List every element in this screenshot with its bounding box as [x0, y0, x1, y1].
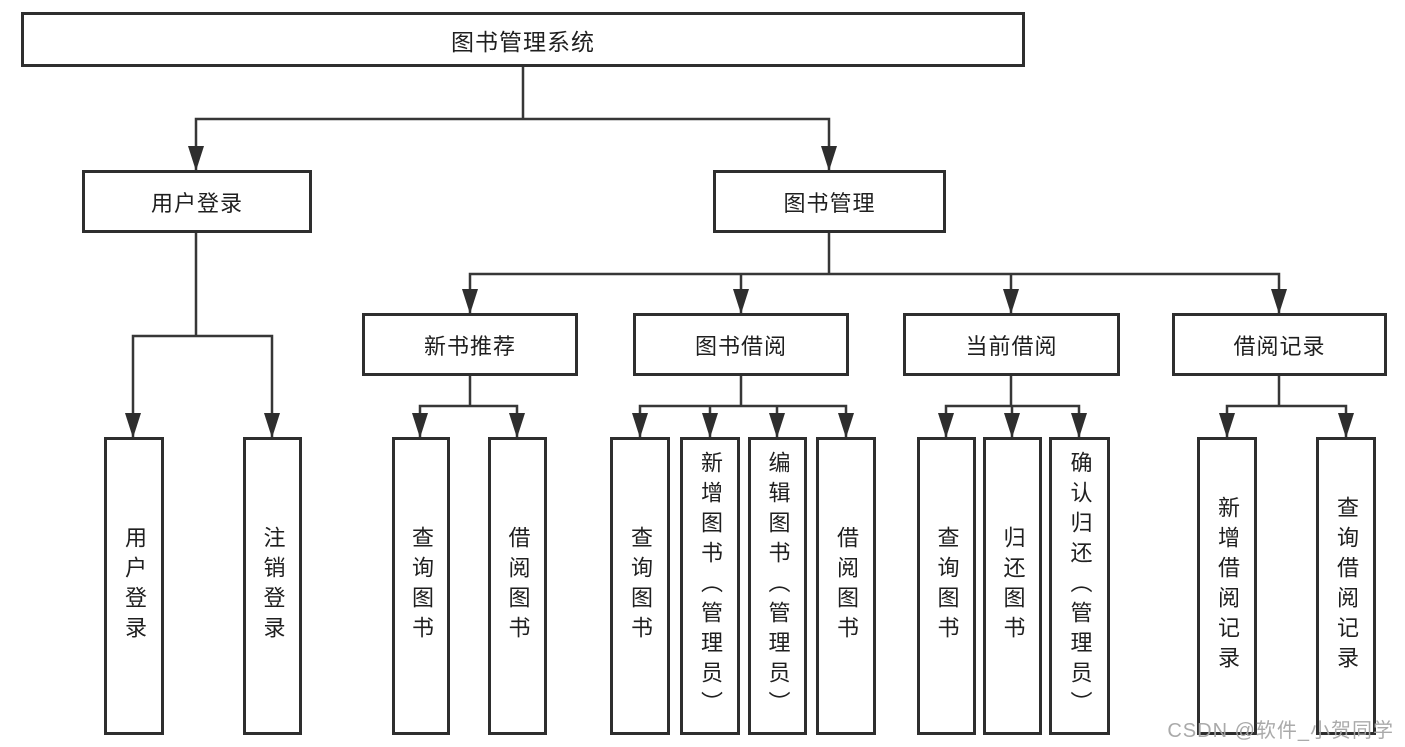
leaf-recommend-query-books: 查询图书	[392, 437, 450, 735]
leaf-user-login: 用户登录	[104, 437, 164, 735]
node-book-borrowing: 图书借阅	[633, 313, 849, 376]
wire-paths	[131, 67, 1348, 438]
leaf-label: 查询图书	[934, 526, 960, 646]
node-library-management-system: 图书管理系统	[21, 12, 1025, 67]
node-label: 图书管理	[783, 190, 876, 216]
node-new-book-recommend: 新书推荐	[362, 313, 578, 376]
leaf-label: 确认归还（管理员）	[1067, 451, 1093, 721]
node-borrow-records: 借阅记录	[1172, 313, 1387, 376]
node-user-login: 用户登录	[82, 170, 312, 233]
leaf-logout: 注销登录	[243, 437, 302, 735]
leaf-label: 查询图书	[628, 526, 653, 646]
leaf-label: 编辑图书（管理员）	[765, 451, 791, 721]
leaf-label: 查询借阅记录	[1334, 496, 1359, 676]
leaf-records-query-record: 查询借阅记录	[1316, 437, 1376, 735]
leaf-current-query-books: 查询图书	[917, 437, 976, 735]
node-label: 借阅记录	[1233, 333, 1326, 359]
node-current-borrowing: 当前借阅	[903, 313, 1120, 376]
leaf-current-confirm-return-admin: 确认归还（管理员）	[1049, 437, 1110, 735]
leaf-borrowing-add-books-admin: 新增图书（管理员）	[680, 437, 740, 735]
leaf-label: 新增借阅记录	[1215, 496, 1240, 676]
leaf-label: 借阅图书	[834, 526, 859, 646]
leaf-records-add-record: 新增借阅记录	[1197, 437, 1257, 735]
leaf-label: 用户登录	[122, 526, 147, 646]
node-label: 图书管理系统	[451, 28, 595, 55]
leaf-current-return-books: 归还图书	[983, 437, 1042, 735]
leaf-label: 注销登录	[260, 526, 286, 646]
leaf-borrowing-query-books: 查询图书	[610, 437, 670, 735]
node-label: 当前借阅	[965, 333, 1058, 359]
leaf-label: 借阅图书	[505, 526, 531, 646]
leaf-borrowing-edit-books-admin: 编辑图书（管理员）	[748, 437, 807, 735]
leaf-recommend-borrow-books: 借阅图书	[488, 437, 547, 735]
leaf-borrowing-borrow-books: 借阅图书	[816, 437, 876, 735]
leaf-label: 查询图书	[409, 526, 434, 646]
node-book-management: 图书管理	[713, 170, 946, 233]
node-label: 新书推荐	[423, 333, 516, 359]
csdn-watermark: CSDN @软件_小贺同学	[1167, 720, 1394, 742]
node-label: 图书借阅	[694, 333, 787, 359]
leaf-label: 新增图书（管理员）	[698, 451, 723, 721]
leaf-label: 归还图书	[1000, 526, 1026, 646]
node-label: 用户登录	[150, 190, 243, 216]
